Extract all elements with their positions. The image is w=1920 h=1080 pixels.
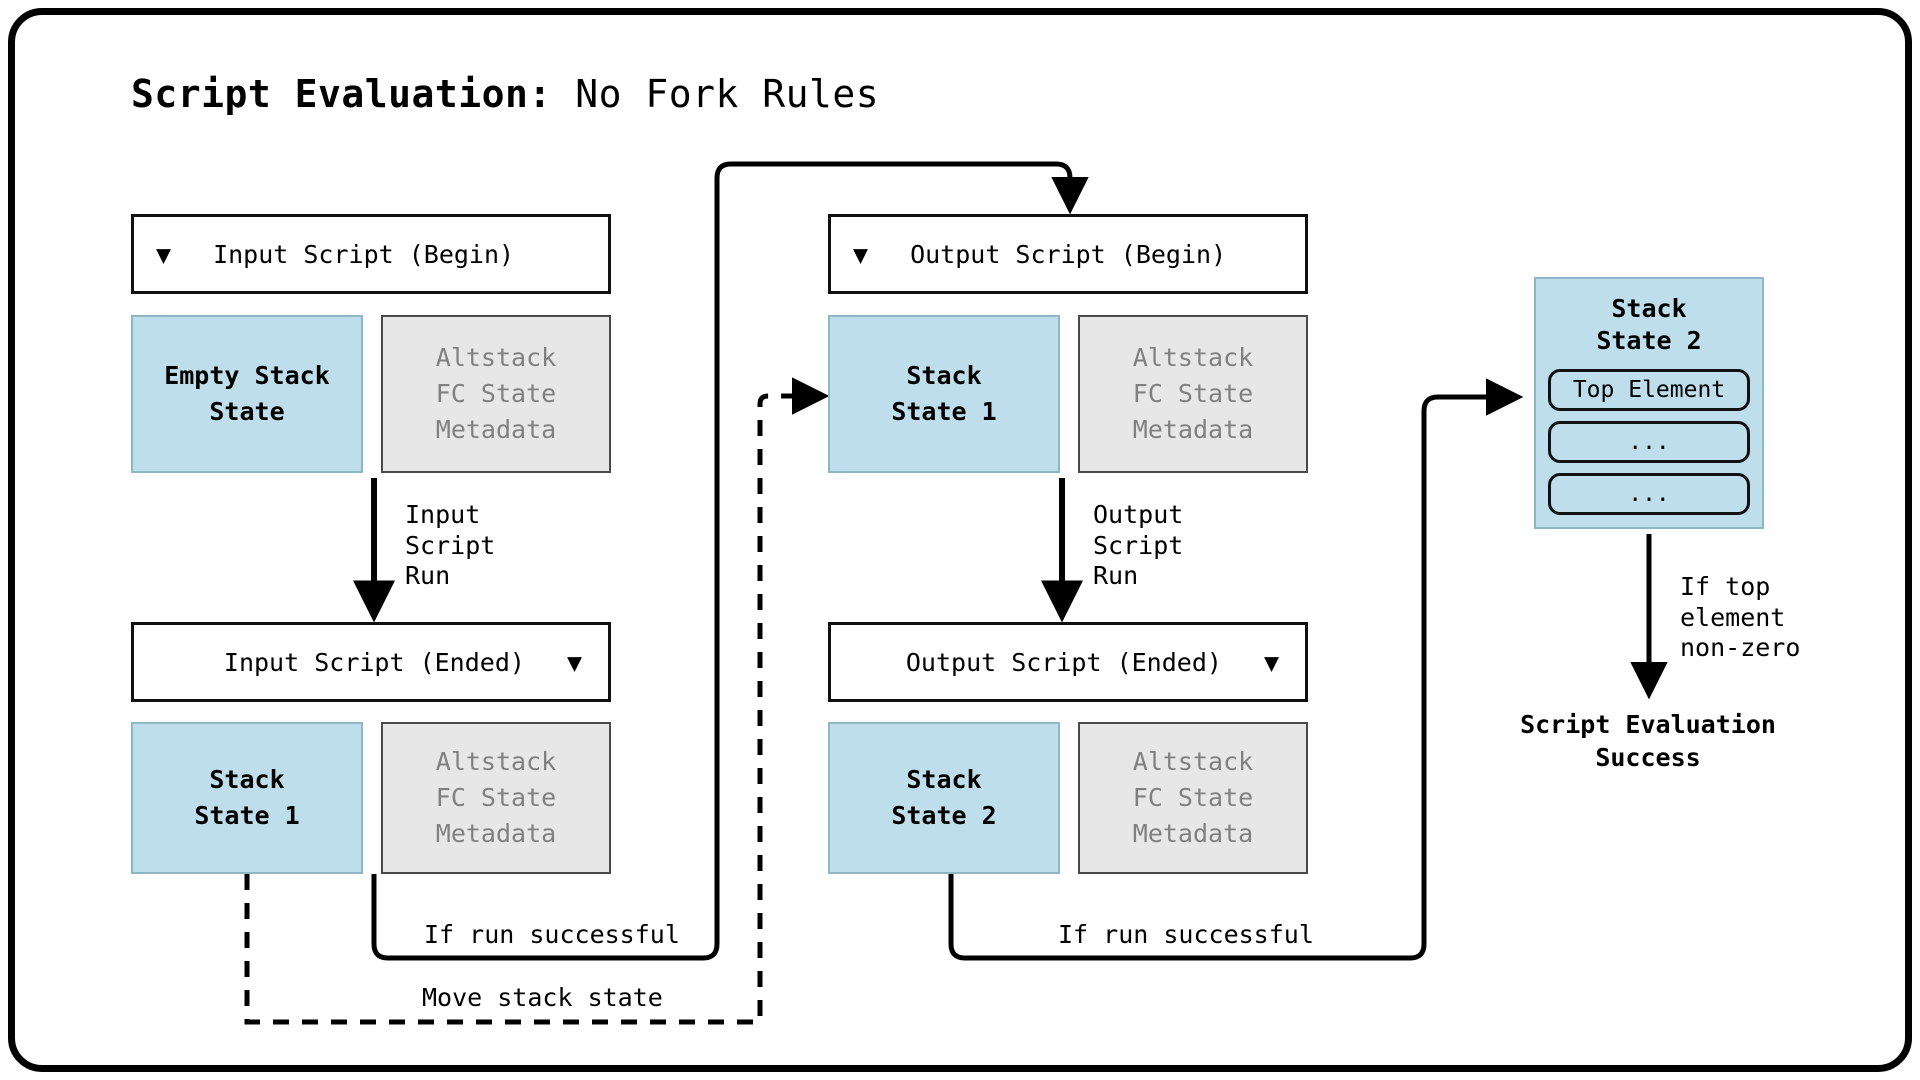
page-title-bold: Script Evaluation:	[131, 72, 552, 116]
stack-element-top[interactable]: Top Element	[1548, 369, 1750, 411]
input-begin-altstack-box: Altstack FC State Metadata	[381, 315, 611, 473]
input-script-ended-header[interactable]: Input Script (Ended) ▼	[131, 622, 611, 702]
caret-down-icon: ▼	[566, 647, 582, 677]
move-stack-state-label: Move stack state	[422, 983, 663, 1012]
output-ended-altstack-box: Altstack FC State Metadata	[1078, 722, 1308, 874]
output-begin-altstack-box: Altstack FC State Metadata	[1078, 315, 1308, 473]
page-title: Script Evaluation: No Fork Rules	[131, 72, 879, 116]
output-script-begin-label: Output Script (Begin)	[910, 239, 1227, 269]
output-run-label: Output Script Run	[1093, 500, 1184, 590]
move-stack-state-wire	[244, 377, 830, 1025]
input-ended-altstack-box: Altstack FC State Metadata	[381, 722, 611, 874]
page-title-regular: No Fork Rules	[551, 72, 880, 116]
input-script-ended-label: Input Script (Ended)	[223, 647, 525, 677]
output-success-wire	[948, 378, 1524, 961]
input-success-wire	[371, 161, 1089, 961]
stack-element-2[interactable]: ...	[1548, 473, 1750, 515]
result-stack-title: Stack State 2	[1596, 294, 1702, 355]
output-begin-stack-box[interactable]: Stack State 1	[828, 315, 1060, 473]
caret-down-icon: ▼	[853, 239, 869, 269]
nonzero-condition-label: If top element non-zero	[1680, 572, 1801, 662]
output-success-label: If run successful	[1058, 920, 1314, 949]
input-run-label: Input Script Run	[405, 500, 496, 590]
output-ended-stack-box[interactable]: Stack State 2	[828, 722, 1060, 874]
input-ended-stack-box[interactable]: Stack State 1	[131, 722, 363, 874]
caret-down-icon: ▼	[1263, 647, 1279, 677]
input-script-begin-header[interactable]: ▼ Input Script (Begin)	[131, 214, 611, 294]
input-success-label: If run successful	[424, 920, 680, 949]
output-script-ended-header[interactable]: Output Script (Ended) ▼	[828, 622, 1308, 702]
output-script-begin-header[interactable]: ▼ Output Script (Begin)	[828, 214, 1308, 294]
result-stack-panel[interactable]: Stack State 2 Top Element ... ...	[1534, 277, 1764, 529]
script-evaluation-success-label: Script Evaluation Success	[1520, 710, 1776, 772]
input-begin-stack-box[interactable]: Empty Stack State	[131, 315, 363, 473]
stack-element-1[interactable]: ...	[1548, 421, 1750, 463]
input-script-begin-label: Input Script (Begin)	[213, 239, 515, 269]
output-script-ended-label: Output Script (Ended)	[905, 647, 1222, 677]
caret-down-icon: ▼	[156, 239, 172, 269]
